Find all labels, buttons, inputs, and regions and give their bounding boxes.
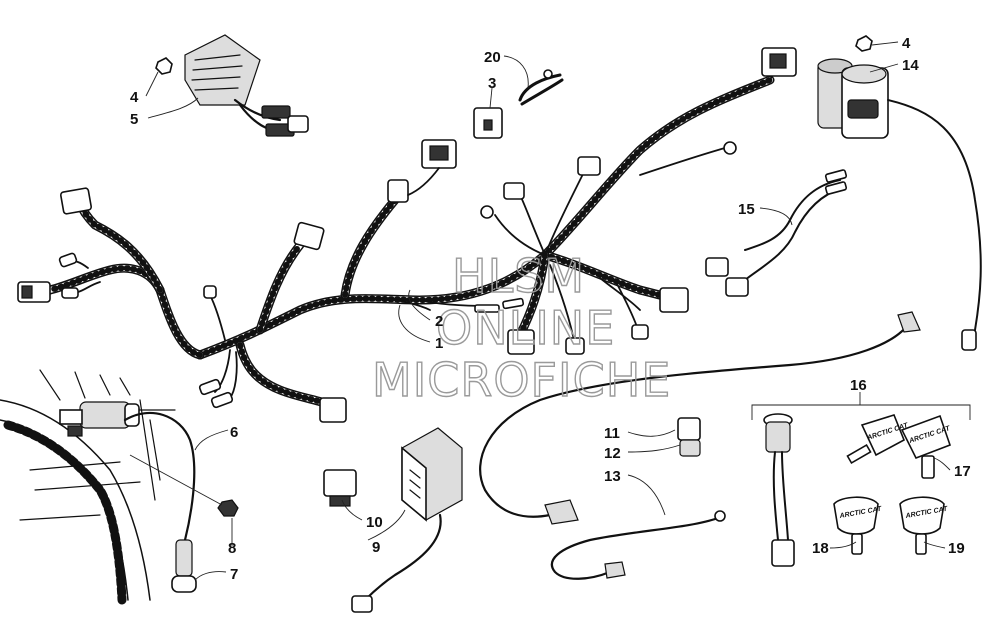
spark-plug-wire bbox=[123, 411, 197, 593]
voltage-regulator bbox=[184, 34, 309, 137]
callout-4-left: 4 bbox=[130, 89, 139, 106]
starter-solenoid bbox=[59, 401, 140, 437]
watermark-line-1: HLSM bbox=[452, 249, 585, 303]
cable-tie bbox=[518, 69, 564, 106]
callout-11: 11 bbox=[604, 425, 620, 442]
mounting-bolt bbox=[129, 454, 239, 517]
key-pair: ARCTIC CAT ARCTIC CAT bbox=[846, 414, 951, 479]
callout-6: 6 bbox=[230, 424, 238, 441]
callout-19: 19 bbox=[948, 540, 965, 557]
callout-7: 7 bbox=[230, 566, 238, 583]
hex-nut-left bbox=[155, 57, 173, 75]
watermark-line-3: MICROFICHE bbox=[372, 353, 671, 407]
callout-20: 20 bbox=[484, 49, 501, 66]
ignition-switch-kit bbox=[751, 392, 971, 567]
hex-nut-right bbox=[855, 35, 873, 52]
watermark-line-2: ONLINE bbox=[436, 301, 615, 355]
callout-4-right: 4 bbox=[902, 35, 911, 52]
callout-labels: 4 5 20 3 4 14 15 2 1 6 8 7 10 9 11 12 13… bbox=[130, 35, 971, 583]
callout-12: 12 bbox=[604, 445, 621, 462]
callout-8: 8 bbox=[228, 540, 236, 557]
callout-17: 17 bbox=[954, 463, 971, 480]
callout-2: 2 bbox=[435, 313, 443, 330]
callout-18: 18 bbox=[812, 540, 829, 557]
cdi-module bbox=[351, 427, 463, 613]
sub-harness bbox=[705, 169, 848, 297]
ignition-coil bbox=[817, 58, 982, 351]
watermark: HLSM ONLINE MICROFICHE bbox=[371, 248, 671, 407]
leader-lines bbox=[145, 41, 951, 581]
callout-9: 9 bbox=[372, 539, 380, 556]
connector-clip bbox=[677, 417, 701, 457]
battery-cable bbox=[550, 510, 726, 580]
harness-connectors bbox=[17, 47, 797, 423]
small-relay bbox=[323, 469, 357, 507]
callout-3: 3 bbox=[488, 75, 496, 92]
ground-cable bbox=[479, 311, 921, 525]
callout-10: 10 bbox=[366, 514, 383, 531]
key-19: ARCTIC CAT bbox=[899, 496, 949, 555]
callout-15: 15 bbox=[738, 201, 755, 218]
callout-14: 14 bbox=[902, 57, 919, 74]
callout-16: 16 bbox=[850, 377, 867, 394]
relay bbox=[473, 107, 503, 139]
callout-5: 5 bbox=[130, 111, 138, 128]
callout-13: 13 bbox=[604, 468, 621, 485]
callout-1: 1 bbox=[435, 335, 443, 352]
key-18: ARCTIC CAT bbox=[833, 496, 883, 555]
